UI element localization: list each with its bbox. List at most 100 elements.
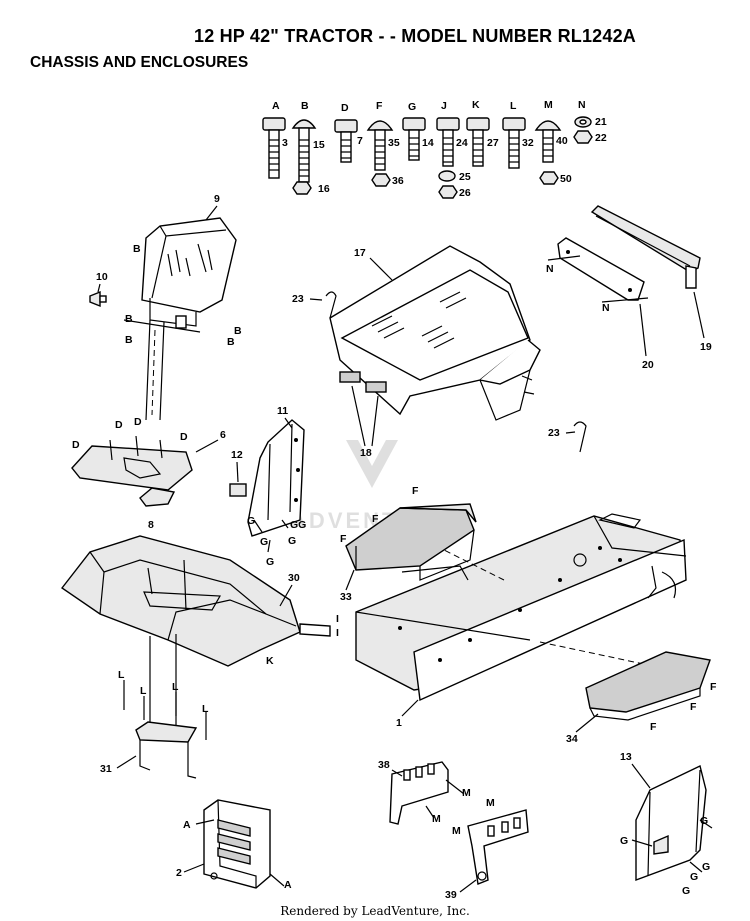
svg-text:I: I	[336, 627, 339, 639]
svg-text:2: 2	[176, 867, 182, 879]
svg-text:B: B	[133, 243, 141, 255]
svg-text:L: L	[118, 669, 125, 681]
hairpin-23a: 23	[292, 291, 337, 319]
svg-text:1: 1	[396, 717, 402, 729]
svg-text:G: G	[260, 536, 268, 548]
svg-text:23: 23	[292, 293, 304, 305]
svg-text:F: F	[690, 701, 697, 713]
svg-text:N: N	[602, 302, 610, 314]
svg-text:D: D	[134, 416, 142, 428]
svg-text:A: A	[284, 879, 292, 891]
bracket-8: 8	[139, 487, 176, 531]
bolt-k	[466, 117, 490, 167]
svg-text:13: 13	[620, 751, 632, 763]
hood-17: 17 18	[329, 245, 541, 459]
svg-text:J: J	[441, 100, 447, 112]
svg-text:34: 34	[566, 733, 578, 745]
svg-text:F: F	[412, 485, 419, 497]
svg-text:B: B	[234, 325, 242, 337]
svg-text:50: 50	[560, 173, 572, 185]
svg-text:31: 31	[100, 763, 112, 775]
bolt-b	[291, 119, 317, 183]
svg-text:M: M	[432, 813, 441, 825]
svg-text:39: 39	[445, 889, 457, 901]
svg-text:27: 27	[487, 137, 499, 149]
svg-text:40: 40	[556, 135, 568, 147]
svg-text:M: M	[462, 787, 471, 799]
svg-text:G: G	[690, 871, 698, 883]
svg-text:F: F	[650, 721, 657, 733]
svg-text:32: 32	[522, 137, 534, 149]
svg-text:B: B	[301, 100, 309, 112]
svg-text:21: 21	[595, 116, 607, 128]
svg-text:20: 20	[642, 359, 654, 371]
svg-text:12: 12	[231, 449, 243, 461]
svg-text:D: D	[180, 431, 188, 443]
svg-text:A: A	[183, 819, 191, 831]
svg-text:K: K	[472, 99, 480, 111]
bolt-g	[402, 117, 426, 161]
svg-text:30: 30	[288, 572, 300, 584]
svg-text:K: K	[266, 655, 274, 667]
svg-text:N: N	[546, 263, 554, 275]
panel-33: 33 F F F	[340, 485, 477, 603]
hairpin-23b: 23	[548, 421, 587, 453]
svg-text:36: 36	[392, 175, 404, 187]
chassis-frame-1: 1	[355, 513, 701, 729]
svg-text:10: 10	[96, 271, 108, 283]
svg-text:G: G	[682, 885, 690, 897]
svg-text:B: B	[227, 336, 235, 348]
svg-text:17: 17	[354, 247, 366, 259]
svg-text:23: 23	[548, 427, 560, 439]
svg-text:B: B	[125, 313, 133, 325]
decal-12: 12	[229, 449, 247, 497]
svg-text:G: G	[288, 535, 296, 547]
svg-text:6: 6	[220, 429, 226, 441]
svg-text:7: 7	[357, 135, 363, 147]
svg-text:M: M	[452, 825, 461, 837]
svg-text:G: G	[700, 815, 708, 827]
svg-text:22: 22	[595, 132, 607, 144]
svg-text:19: 19	[700, 341, 712, 353]
refs-g-panel11: G G G GG G	[247, 515, 306, 568]
svg-text:L: L	[202, 703, 209, 715]
push-rivet-10: 10	[89, 271, 108, 308]
svg-text:F: F	[340, 533, 347, 545]
svg-text:14: 14	[422, 137, 434, 149]
svg-text:11: 11	[277, 405, 288, 417]
steering-support: B B B B B	[123, 243, 242, 421]
svg-text:24: 24	[456, 137, 468, 149]
svg-text:M: M	[544, 99, 553, 111]
bolt-d	[334, 119, 358, 163]
svg-text:16: 16	[318, 183, 330, 195]
svg-text:L: L	[140, 685, 147, 697]
svg-text:G: G	[408, 101, 416, 113]
svg-text:D: D	[72, 439, 80, 451]
svg-text:38: 38	[378, 759, 390, 771]
bolt-l	[502, 117, 526, 169]
svg-text:26: 26	[459, 187, 471, 199]
svg-text:35: 35	[388, 137, 400, 149]
svg-text:N: N	[578, 99, 586, 111]
svg-text:G: G	[266, 556, 274, 568]
svg-text:G: G	[620, 835, 628, 847]
bracket-39: M M 39	[445, 797, 529, 901]
floor-plate-6: D D D D 6	[71, 416, 226, 491]
svg-text:B: B	[125, 334, 133, 346]
svg-text:33: 33	[340, 591, 352, 603]
svg-text:L: L	[172, 681, 179, 693]
svg-text:M: M	[486, 797, 495, 809]
bolt-f	[366, 120, 394, 171]
svg-text:3: 3	[282, 137, 288, 149]
bumper-19: 19	[590, 205, 712, 353]
bracket-20: N N 20	[546, 237, 654, 371]
plate-34: 34 F F F	[566, 651, 717, 745]
svg-text:25: 25	[459, 171, 471, 183]
svg-text:I: I	[336, 613, 339, 625]
fender-30: 30 K I I	[60, 535, 339, 667]
svg-text:15: 15	[313, 139, 325, 151]
svg-text:F: F	[372, 513, 379, 525]
footer-credit: Rendered by LeadVenture, Inc.	[280, 904, 470, 918]
svg-text:9: 9	[214, 193, 220, 205]
